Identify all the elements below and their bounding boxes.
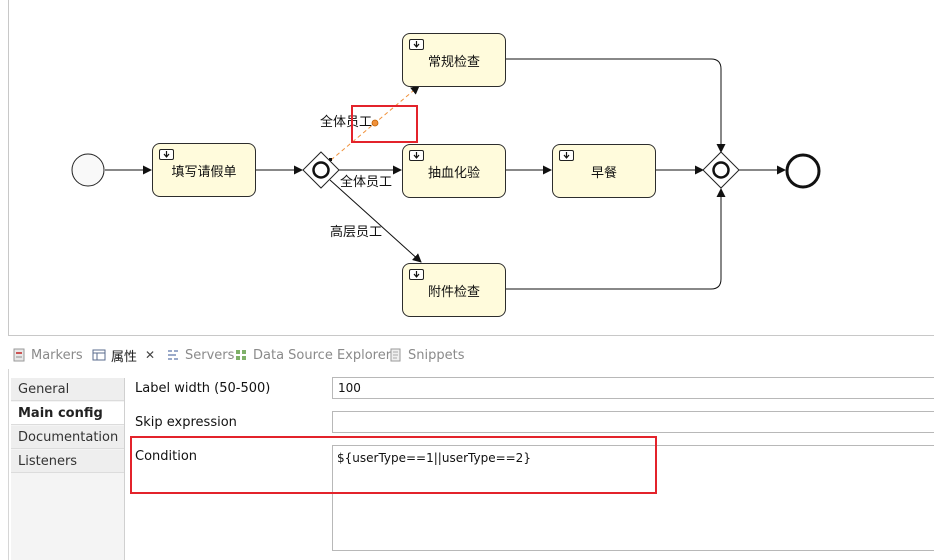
label-width-label: Label width (50-500)	[135, 381, 271, 396]
tab-markers[interactable]: Markers	[12, 342, 83, 368]
label-width-input[interactable]	[332, 377, 934, 399]
user-task-icon	[409, 269, 424, 280]
flow-label-all-staff-mid[interactable]: 全体员工	[340, 175, 393, 190]
flow-routine-to-join	[506, 58, 726, 153]
task-label: 填写请假单	[171, 164, 237, 180]
annotation-highlight-box	[351, 105, 418, 143]
skip-expression-label: Skip expression	[135, 415, 237, 430]
tab-data-source-explorer[interactable]: Data Source Explorer	[234, 342, 391, 368]
condition-textarea[interactable]: ${userType==1||userType==2}	[332, 445, 934, 551]
task-label: 抽血化验	[427, 165, 480, 181]
panel-border	[8, 369, 9, 560]
task-label: 早餐	[590, 165, 617, 181]
panel-divider	[124, 378, 125, 560]
side-tab-documentation[interactable]: Documentation	[11, 426, 124, 449]
end-event	[785, 153, 821, 189]
task-label: 常规检查	[427, 54, 480, 70]
task-extra-check[interactable]: 附件检查	[402, 263, 506, 317]
properties-side-tabs: General Main config Documentation Listen…	[11, 378, 124, 560]
canvas-border	[8, 0, 9, 336]
skip-expression-input[interactable]	[332, 411, 934, 433]
side-tab-main-config[interactable]: Main config	[11, 402, 124, 425]
tab-label: Snippets	[408, 347, 465, 363]
servers-icon	[168, 350, 178, 360]
view-tab-bar: Markers 属性 ✕ Servers Data Source Explore…	[8, 342, 934, 368]
flow-selection-handle	[371, 119, 379, 127]
canvas-border	[8, 335, 934, 336]
flow-label-all-staff-top[interactable]: 全体员工	[320, 115, 373, 130]
task-breakfast[interactable]: 早餐	[552, 144, 656, 198]
flow-extra-to-join	[506, 188, 726, 290]
user-task-icon	[559, 150, 574, 161]
bpmn-connections	[71, 58, 821, 290]
side-tab-general[interactable]: General	[11, 378, 124, 401]
task-label: 附件检查	[427, 284, 480, 300]
snippets-icon	[390, 348, 401, 362]
task-blood-test[interactable]: 抽血化验	[402, 144, 506, 198]
tab-label: 属性	[111, 349, 138, 365]
task-fill-leave[interactable]: 填写请假单	[152, 143, 256, 197]
tab-snippets[interactable]: Snippets	[389, 342, 464, 368]
properties-icon	[92, 349, 106, 361]
user-task-icon	[409, 39, 424, 50]
bpmn-canvas[interactable]: 填写请假单 常规检查 抽血化验 早餐 附件检查 全体员工 全体员工 高层员工	[0, 0, 934, 336]
condition-label: Condition	[135, 449, 198, 464]
task-routine-check[interactable]: 常规检查	[402, 33, 506, 87]
user-task-icon	[159, 149, 174, 160]
tab-properties[interactable]: 属性 ✕	[92, 342, 155, 368]
close-icon[interactable]: ✕	[145, 348, 156, 362]
start-event	[71, 153, 105, 187]
flow-endpoint-handle	[329, 158, 332, 161]
tab-servers[interactable]: Servers	[166, 342, 234, 368]
side-tab-listeners[interactable]: Listeners	[11, 450, 124, 473]
flow-gateway-to-extra	[329, 179, 422, 263]
tab-label: Markers	[31, 347, 83, 363]
data-source-icon	[236, 350, 246, 360]
tab-label: Servers	[185, 347, 235, 363]
tab-label: Data Source Explorer	[253, 347, 392, 363]
flow-label-senior-staff[interactable]: 高层员工	[330, 225, 383, 240]
user-task-icon	[409, 150, 424, 161]
markers-icon	[13, 348, 25, 362]
inclusive-gateway-join	[702, 151, 740, 189]
annotation-highlight-box	[130, 436, 657, 494]
inclusive-gateway-fork	[302, 151, 340, 189]
